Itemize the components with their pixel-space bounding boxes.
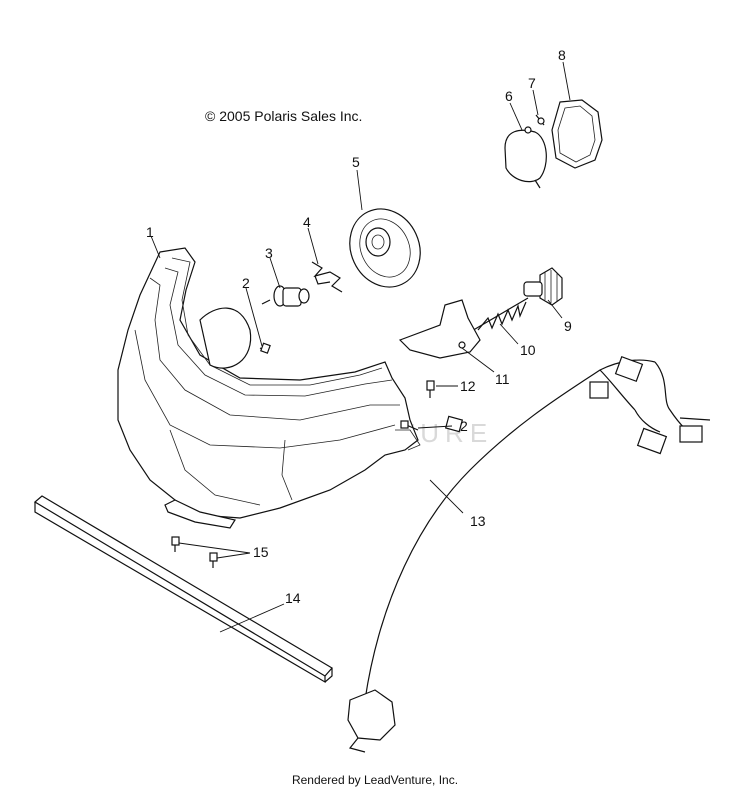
callouts: 1 2 3 4 5 6 7 8 9 10 11 12 2 13 14 15 [146,47,572,606]
headlight-housing [117,247,421,529]
callout-5: 5 [352,154,360,170]
screws-15 [171,536,218,568]
adjuster-bracket [398,299,481,359]
copyright-text: © 2005 Polaris Sales Inc. [205,108,363,124]
callout-6: 6 [505,88,513,104]
callout-1: 1 [146,224,154,240]
screw-7 [535,114,545,126]
dust-cover [349,208,421,288]
callout-2b: 2 [460,418,468,434]
screw-12 [426,380,435,398]
screw-2b [400,420,419,431]
callout-7: 7 [528,75,536,91]
callout-14: 14 [285,590,301,606]
callout-9: 9 [564,318,572,334]
spring-clip [311,261,343,293]
footer-text: Rendered by LeadVenture, Inc. [291,773,459,787]
callout-3: 3 [265,245,273,261]
adjuster-spring [469,297,529,333]
callout-8: 8 [558,47,566,63]
callout-2a: 2 [242,275,250,291]
callout-4: 4 [303,214,311,230]
callout-10: 10 [520,342,536,358]
screw-2a [259,342,271,354]
foam-strip [33,495,333,684]
gasket-8 [551,99,603,169]
callout-11: 11 [495,371,510,387]
headlight-bulb [261,285,310,307]
adjuster-knob [523,267,563,306]
callout-12: 12 [460,378,476,394]
wire-harness [347,356,711,753]
lamp-6 [504,126,547,189]
clip-nut [444,415,464,433]
callout-13: 13 [470,513,486,529]
callout-15: 15 [253,544,269,560]
leader-lines [150,61,571,633]
